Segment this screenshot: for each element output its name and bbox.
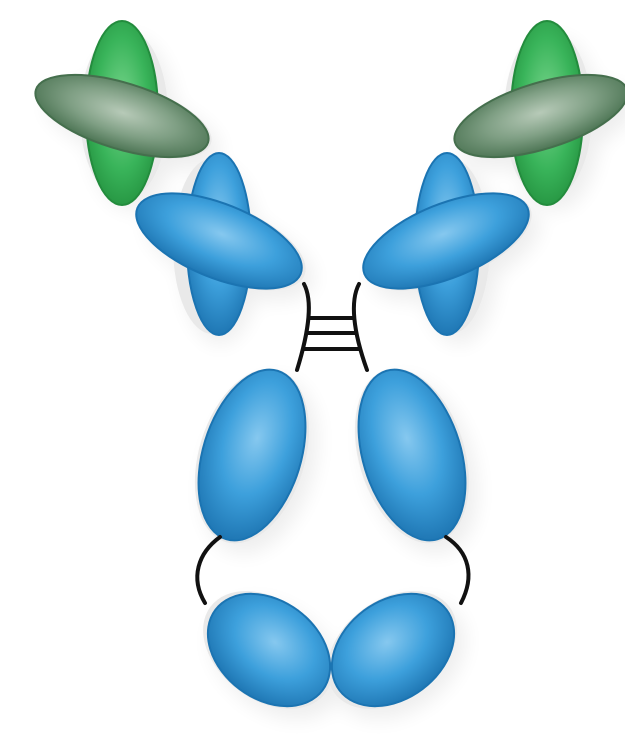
left-hinge-line (297, 284, 309, 370)
left-lower-linker (197, 537, 220, 603)
left-heavy-chain-middle-domain (179, 357, 324, 554)
right-hinge-line (354, 284, 367, 370)
right-heavy-chain-middle-domain (339, 357, 484, 554)
right-lower-linker (446, 537, 468, 603)
